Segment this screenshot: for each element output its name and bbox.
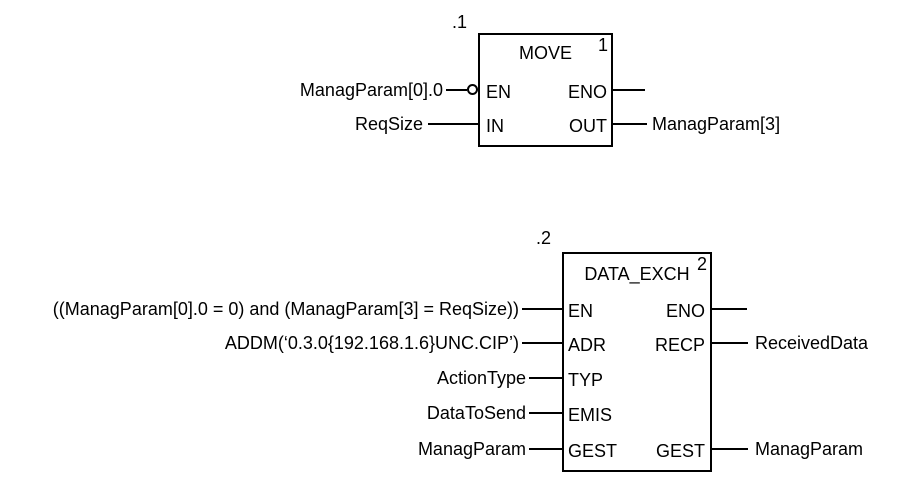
- function-block-data-exch: DATA_EXCH 2 EN ADR TYP EMIS GEST ENO REC…: [562, 252, 712, 472]
- move-out-operand: ManagParam[3]: [652, 114, 781, 134]
- data-exch-adr-operand: ADDM(‘0.3.0{192.168.1.6}UNC.CIP’): [224, 333, 519, 353]
- data-exch-en-operand: ((ManagParam[0].0 = 0) and (ManagParam[3…: [52, 299, 519, 319]
- wire-data-exch-en-input: [522, 308, 562, 310]
- data-exch-pin-gest-out: GEST: [655, 441, 705, 461]
- wire-data-exch-gest-output: [712, 448, 748, 450]
- wire-data-exch-recp-output: [712, 342, 748, 344]
- wire-data-exch-gest-input: [529, 448, 562, 450]
- negated-input-marker: [467, 84, 478, 95]
- data-exch-block-title: DATA_EXCH: [584, 264, 690, 284]
- move-en-operand: ManagParam[0].0: [299, 80, 443, 100]
- move-exec-order: 1: [597, 35, 608, 55]
- wire-data-exch-eno-stub: [712, 308, 747, 310]
- data-exch-instance-label: .2: [535, 228, 551, 248]
- move-in-operand: ReqSize: [354, 114, 423, 134]
- wire-move-en-input: [446, 89, 467, 91]
- data-exch-gest-in-operand: ManagParam: [417, 439, 526, 459]
- wire-data-exch-typ-input: [529, 377, 562, 379]
- data-exch-gest-out-operand: ManagParam: [755, 439, 864, 459]
- data-exch-pin-gest-in: GEST: [568, 441, 618, 461]
- wire-data-exch-emis-input: [529, 412, 562, 414]
- data-exch-recp-operand: ReceivedData: [755, 333, 869, 353]
- move-instance-label: .1: [451, 12, 467, 32]
- data-exch-typ-operand: ActionType: [436, 368, 526, 388]
- move-pin-en: EN: [486, 82, 512, 102]
- data-exch-exec-order: 2: [696, 254, 707, 274]
- wire-move-in-input: [428, 123, 478, 125]
- data-exch-pin-typ: TYP: [568, 370, 604, 390]
- move-block-title: MOVE: [518, 43, 572, 63]
- wire-data-exch-adr-input: [522, 342, 562, 344]
- wire-move-out-output: [613, 123, 647, 125]
- data-exch-emis-operand: DataToSend: [426, 403, 526, 423]
- data-exch-pin-eno: ENO: [665, 301, 705, 321]
- move-pin-in: IN: [486, 116, 504, 136]
- data-exch-pin-en: EN: [568, 301, 594, 321]
- move-pin-out: OUT: [569, 116, 607, 136]
- wire-move-eno-stub: [613, 89, 645, 91]
- data-exch-pin-emis: EMIS: [568, 405, 613, 425]
- function-block-move: MOVE 1 EN IN ENO OUT: [478, 33, 613, 147]
- data-exch-pin-adr: ADR: [568, 335, 607, 355]
- move-pin-eno: ENO: [567, 82, 607, 102]
- data-exch-pin-recp: RECP: [654, 335, 705, 355]
